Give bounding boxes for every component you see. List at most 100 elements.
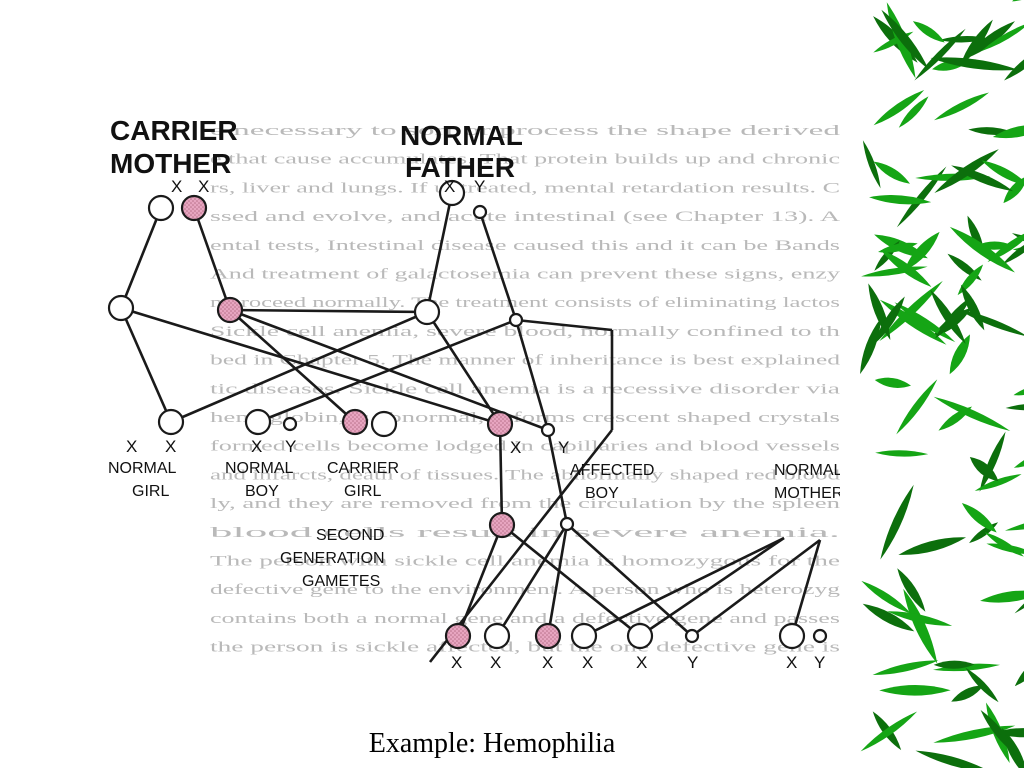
background-text-line: ssed and evolve, and acute intestinal (s… [210,209,840,225]
bamboo-leaf [934,149,999,194]
second-generation-label: SECOND GENERATION GAMETES [280,527,385,590]
bamboo-leaf [898,96,929,128]
bamboo-leaf [874,377,911,388]
father-gamete-x [413,298,441,326]
gamete-circles [107,179,828,650]
bamboo-leaf [915,750,993,768]
bamboo-leaf [896,379,938,435]
bamboo-leaf [898,537,967,555]
bamboo-leaf [873,89,925,126]
bamboo-leaf [933,663,1001,672]
background-text-line: blood cells result in severe anemia. [210,525,840,541]
bamboo-leaf [879,685,951,696]
bottom-allele-3: X [542,653,553,672]
normal-boy-label-line2: BOY [245,483,279,500]
bamboo-leaf [949,226,1015,273]
bamboo-leaf [1014,560,1024,614]
father-gamete-y [508,312,524,328]
mother-x-normal [147,194,175,222]
bamboo-leaf [951,685,984,702]
bottom-alleles: X X X X X Y X Y [451,653,825,672]
mother-allele-1: X [171,177,182,196]
normal-boy-y [282,416,298,432]
bamboo-leaf [875,450,929,457]
parent-alleles: X X X Y [171,177,485,196]
bottom-allele-1: X [451,653,462,672]
father-y [472,204,488,220]
background-text-line: the person is sickle affected, but the o… [210,640,840,656]
slide-caption: Example: Hemophilia [368,728,616,759]
bamboo-leaf [965,667,999,703]
normal-girl-label-line2: GIRL [132,483,169,500]
bamboo-leaf [912,21,945,43]
background-text-line: ental tests, Intestinal disease caused t… [210,238,840,254]
bottom-allele-4: X [582,653,593,672]
bamboo-leaf [1002,236,1024,265]
second-generation-line3: GAMETES [302,573,380,590]
bamboo-leaf [903,588,938,664]
background-text-line: rs, liver and lungs. If untreated, menta… [210,180,840,196]
bamboo-leaf [981,22,1024,52]
bottom-x1 [444,622,472,650]
bamboo-leaf [880,249,932,287]
bamboo-leaf [880,484,914,560]
normal-girl-x1 [157,408,185,436]
affected-boy-y [540,422,556,438]
normal-mother-label-line2: MOTHER [774,485,840,502]
bamboo-leaf [878,242,918,253]
bamboo-leaf [869,195,932,205]
bamboo-leaf [1005,403,1024,411]
father-allele-2: Y [474,177,485,196]
carrier-girl-x [370,410,398,438]
bamboo-leaf [914,28,966,81]
affected-boy-allele-2: Y [558,438,569,457]
background-text-line: n proceed normally. The treatment consis… [210,295,840,311]
bamboo-leaves-decoration [860,0,1024,768]
bamboo-leaf [904,231,940,271]
bamboo-leaf [872,660,939,675]
bottom-allele-2: X [490,653,501,672]
mother-x-carrier [180,194,208,222]
affected-boy-x [486,410,514,438]
affected-boy-label-line1: AFFECTED [570,462,654,479]
bottom-allele-8: Y [814,653,825,672]
background-text-line: And treatment of galactosemia can preven… [210,267,840,283]
father-heading-line2: FATHER [405,152,515,183]
bamboo-leaf [860,711,918,752]
normal-girl-allele-2: X [165,437,176,456]
background-text-line: bed in Chapter 5. The manner of inherita… [210,353,840,369]
bamboo-leaf [965,21,1015,59]
bamboo-leaf [862,140,881,189]
background-text-line: formed cells become lodged in capillarie… [210,439,840,455]
bottom-y1 [684,628,700,644]
bamboo-leaf [1004,44,1024,81]
father-x [438,179,466,207]
normal-boy-x [244,408,272,436]
bamboo-leaf [934,92,990,121]
bottom-x6 [778,622,806,650]
bamboo-leaves [860,0,1024,768]
parent-headings: CARRIER MOTHER NORMAL FATHER [110,115,523,183]
children-labels: NORMAL GIRL NORMAL BOY CARRIER GIRL AFFE… [108,460,840,502]
background-text-line: The person with sickle cell anemia is ho… [210,554,840,570]
background-text-line: ly, and they are removed from the circul… [210,496,840,512]
bamboo-leaf [935,296,972,339]
mother-allele-2: X [198,177,209,196]
normal-boy-allele-2: Y [285,437,296,456]
bamboo-leaf [1014,652,1024,687]
mother-gamete-x-normal [107,294,135,322]
normal-mother-label-line1: NORMAL [774,462,840,479]
bottom-x5 [626,622,654,650]
bamboo-leaf [949,334,970,375]
bamboo-leaf [961,502,997,533]
bamboo-leaf [994,728,1024,738]
father-allele-1: X [444,177,455,196]
mother-heading-line2: MOTHER [110,148,231,179]
bamboo-leaf [862,603,915,632]
bottom-allele-5: X [636,653,647,672]
normal-boy-label-line1: NORMAL [225,460,294,477]
bamboo-leaf [947,253,982,281]
bottom-allele-6: Y [687,653,698,672]
bamboo-leaf [984,532,1024,557]
mother-heading-line1: CARRIER [110,115,238,146]
